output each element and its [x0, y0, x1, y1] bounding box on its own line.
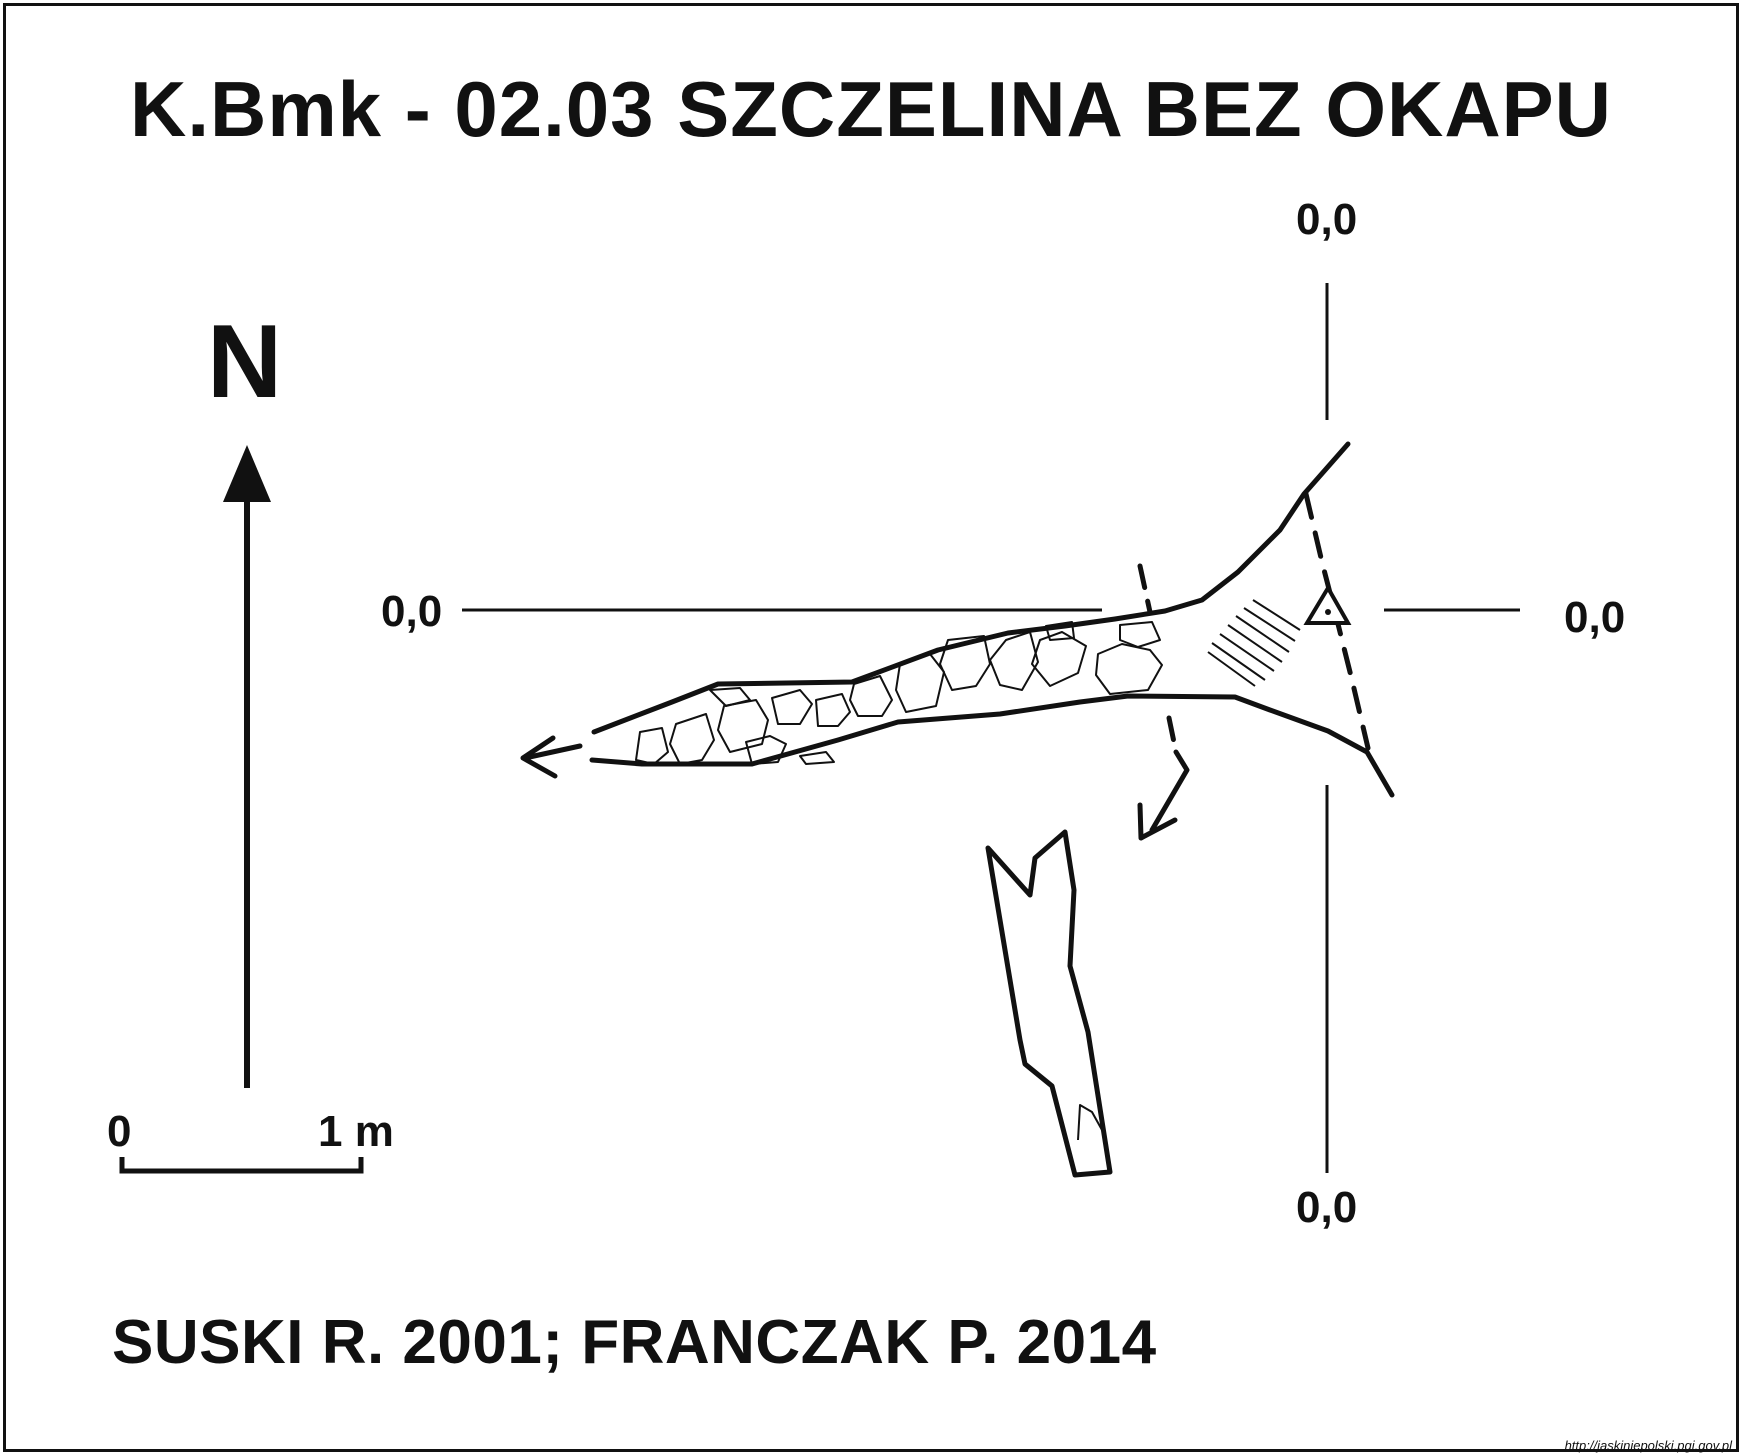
descent-arrow-icon — [1137, 749, 1190, 841]
scale-start-label: 0 — [107, 1107, 132, 1156]
passage-continuation-arrow-icon — [520, 735, 583, 779]
lower-crevice-outline — [985, 829, 1113, 1178]
north-label: N — [207, 304, 283, 420]
cave-title: K.Bmk - 02.03 SZCZELINA BEZ OKAPU — [129, 65, 1613, 153]
coord-label-left: 0,0 — [381, 587, 443, 636]
coord-label-bottom: 0,0 — [1296, 1183, 1358, 1232]
entrance-triangle-icon — [1303, 584, 1352, 625]
source-link[interactable]: http://jaskiniepolski.pgi.gov.pl — [1564, 1438, 1732, 1453]
authors-credit: SUSKI R. 2001; FRANCZAK P. 2014 — [112, 1308, 1157, 1377]
axis-lines — [462, 283, 1520, 1173]
coord-label-top: 0,0 — [1296, 195, 1358, 244]
rubble-blocks — [635, 621, 1163, 765]
scale-bar — [119, 1157, 364, 1174]
slope-hatching — [1207, 599, 1301, 687]
scale-end-label: 1 m — [318, 1107, 394, 1156]
coord-label-right: 0,0 — [1564, 593, 1626, 642]
north-arrow-icon — [223, 445, 271, 1088]
map-frame — [3, 3, 1739, 1452]
